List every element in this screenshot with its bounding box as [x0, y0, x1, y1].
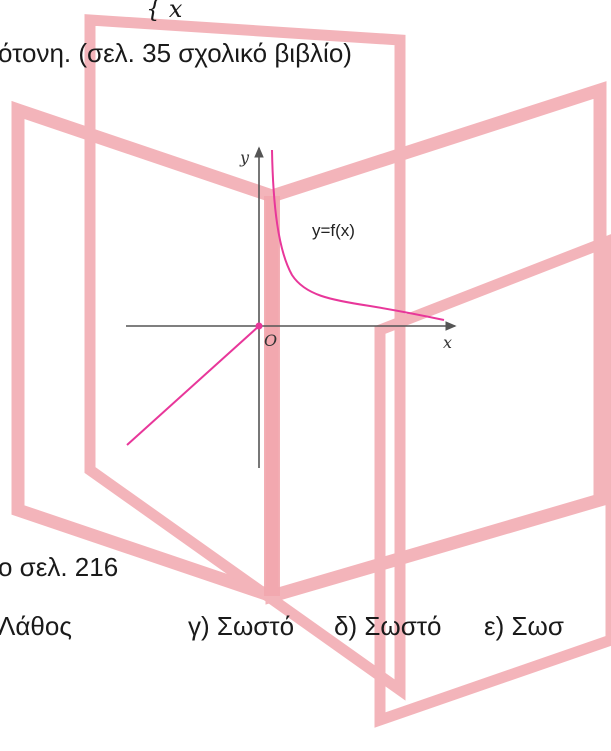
text-line-monotonic: ότονη. (σελ. 35 σχολικό βιβλίο): [0, 38, 352, 68]
answer-b: Λάθος: [0, 611, 72, 641]
answer-e: ε) Σωσ: [484, 611, 564, 641]
x-axis-label: x: [443, 333, 452, 352]
curve-linear-part: [126, 325, 260, 446]
answer-c: γ) Σωστό: [188, 611, 295, 641]
equation-fragment: { x: [146, 0, 183, 23]
y-axis-label: y: [239, 148, 250, 167]
origin-label: O: [264, 331, 277, 350]
answer-d: δ) Σωστό: [334, 611, 442, 641]
curve-hyperbolic-part: [271, 149, 445, 321]
curve-label: y=f(x): [312, 221, 355, 240]
text-line-page-ref: ο σελ. 216: [0, 552, 119, 582]
origin-point: [255, 322, 263, 330]
